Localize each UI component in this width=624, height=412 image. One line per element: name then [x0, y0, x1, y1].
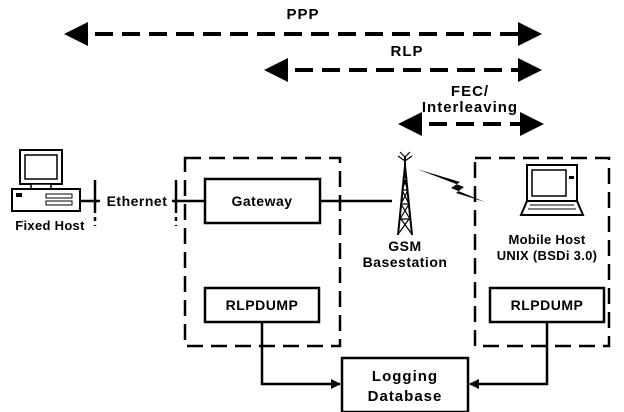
fixed-host-label: Fixed Host: [15, 218, 85, 233]
interleaving-label: Interleaving: [422, 99, 518, 116]
ppp-label: PPP: [286, 6, 319, 23]
rlpdump-left-box: [203, 286, 321, 324]
left-log-arrow: [260, 322, 341, 389]
logging-database-box: [340, 356, 470, 412]
mobile-host-os-label: UNIX (BSDi 3.0): [497, 248, 598, 263]
gateway-label: Gateway: [231, 193, 292, 209]
ppp-span: PPP: [64, 6, 542, 46]
laptop-icon: [519, 164, 585, 216]
ethernet-link: [80, 180, 205, 226]
database-label: Database: [368, 388, 443, 405]
rlp-span: RLP: [264, 43, 542, 82]
mobile-host-label: Mobile Host: [509, 232, 586, 247]
rlpdump-right-label: RLPDUMP: [511, 297, 584, 313]
fec-interleaving-span: FEC/ Interleaving: [398, 83, 544, 136]
radio-tower-icon: [397, 151, 413, 236]
logging-label: Logging: [372, 368, 438, 385]
right-log-arrow: [469, 322, 549, 389]
fec-label: FEC/: [451, 83, 489, 100]
mobile-host-enclosure: [473, 156, 611, 348]
rlp-label: RLP: [391, 43, 424, 60]
desktop-computer-icon: [11, 149, 81, 212]
gsm-label: GSM: [388, 238, 421, 254]
rlpdump-left-label: RLPDUMP: [226, 297, 299, 313]
basestation-label: Basestation: [363, 254, 448, 270]
rlpdump-right-box: [488, 286, 606, 324]
ethernet-label: Ethernet: [107, 193, 168, 209]
